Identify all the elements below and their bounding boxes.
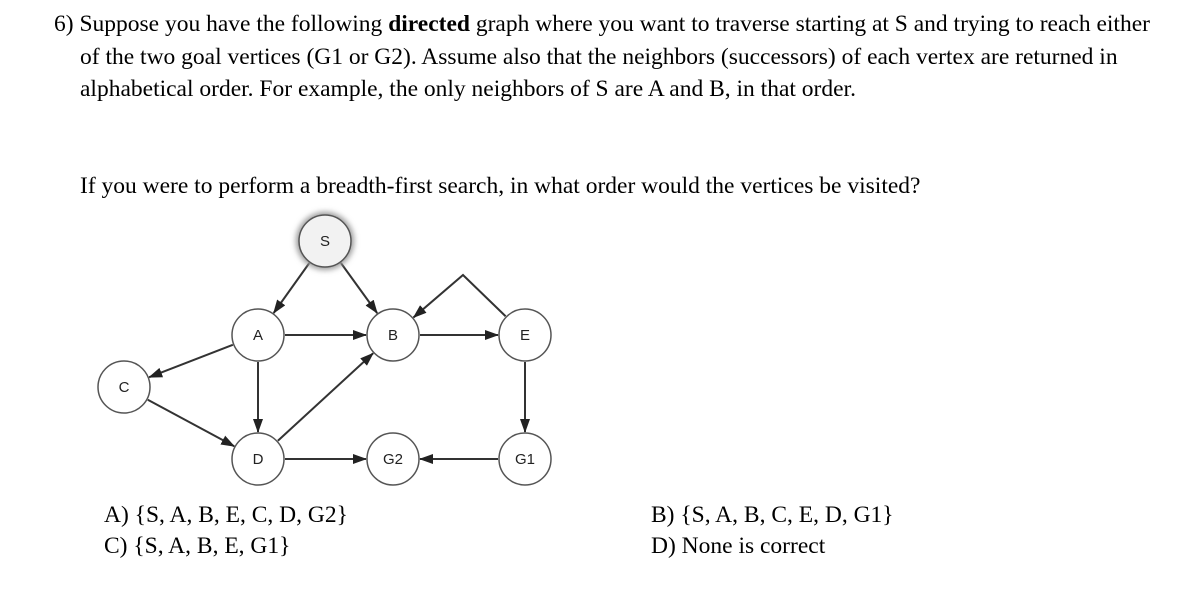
option-d[interactable]: D) None is correct bbox=[651, 533, 826, 559]
question-number: 6) bbox=[54, 11, 74, 37]
nodes-layer: S A B C D E G1 G2 bbox=[97, 212, 552, 486]
node-label: A bbox=[253, 327, 263, 344]
option-a[interactable]: A) {S, A, B, E, C, D, G2} bbox=[104, 502, 348, 528]
node-d: D bbox=[231, 432, 285, 486]
question-text: 6) Suppose you have the following direct… bbox=[54, 8, 1164, 106]
node-label: G1 bbox=[515, 451, 535, 468]
node-label: C bbox=[119, 379, 130, 396]
node-label: S bbox=[320, 233, 330, 250]
edge-a-to-c bbox=[148, 343, 234, 379]
node-g2: G2 bbox=[366, 432, 420, 486]
node-label: E bbox=[520, 327, 530, 344]
node-c: C bbox=[97, 360, 151, 414]
edge-s-to-a bbox=[272, 262, 311, 314]
edge-s-to-b bbox=[340, 262, 378, 314]
edge-d-to-b bbox=[277, 352, 374, 442]
node-circle bbox=[231, 432, 285, 486]
option-c[interactable]: C) {S, A, B, E, G1} bbox=[104, 533, 291, 559]
node-a: A bbox=[231, 308, 285, 362]
node-circle bbox=[498, 432, 552, 486]
question-text-rest: graph where you want to traverse startin… bbox=[80, 11, 1150, 102]
node-e: E bbox=[498, 308, 552, 362]
node-label: D bbox=[253, 451, 264, 468]
node-circle bbox=[231, 308, 285, 362]
question-bold-word: directed bbox=[388, 11, 470, 37]
edge-e-to-b bbox=[412, 273, 507, 319]
node-s: S bbox=[296, 212, 354, 270]
question-prompt: If you were to perform a breadth-first s… bbox=[80, 173, 921, 199]
question-text-start: Suppose you have the following bbox=[79, 11, 383, 37]
node-circle bbox=[298, 214, 352, 268]
node-b: B bbox=[366, 308, 420, 362]
node-label: G2 bbox=[383, 451, 403, 468]
node-g1: G1 bbox=[498, 432, 552, 486]
node-circle bbox=[498, 308, 552, 362]
node-circle bbox=[97, 360, 151, 414]
edges-layer bbox=[147, 262, 530, 464]
option-b[interactable]: B) {S, A, B, C, E, D, G1} bbox=[651, 502, 894, 528]
node-circle bbox=[366, 432, 420, 486]
node-label: B bbox=[388, 327, 398, 344]
node-circle bbox=[366, 308, 420, 362]
edge-c-to-d bbox=[147, 398, 236, 448]
question-paragraph: 6) Suppose you have the following direct… bbox=[54, 8, 1164, 106]
